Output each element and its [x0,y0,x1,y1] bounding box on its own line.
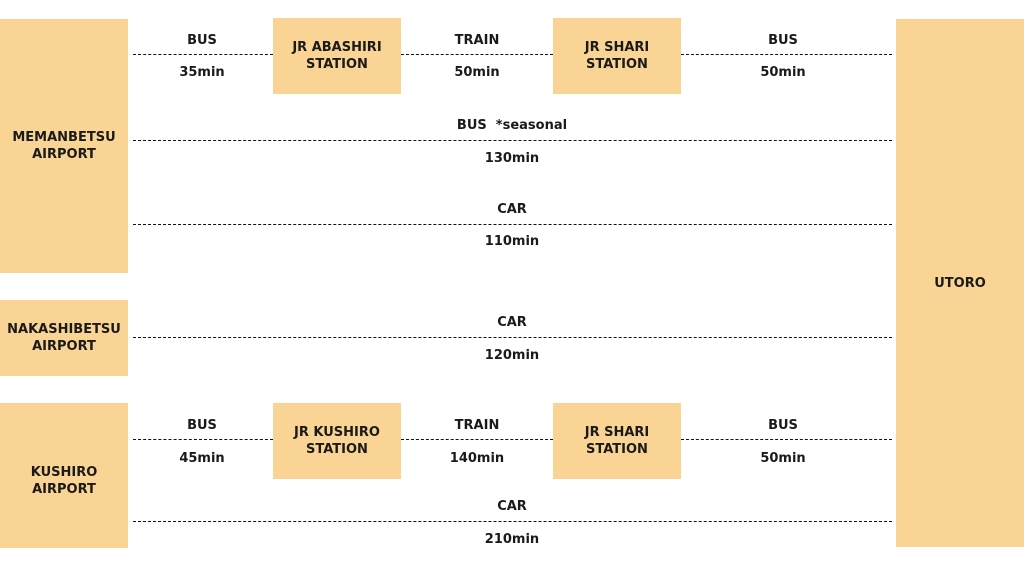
route-time-mem-bus-utoro: 50min [760,65,806,80]
memanbetsu-airport-label: MEMANBETSU AIRPORT [12,130,116,162]
route-line-kus-train-shari [401,439,553,440]
nakashibetsu-airport-label: NAKASHIBETSU AIRPORT [7,322,121,354]
route-line-kus-car [133,521,892,522]
jr-kushiro-station-box: JR KUSHIRO STATION [273,403,401,479]
route-mode-mem-bus-seasonal: BUS *seasonal [456,118,568,133]
route-line-nak-car [133,337,892,338]
memanbetsu-airport-box: MEMANBETSU AIRPORT [0,19,128,273]
route-time-kus-bus-utoro: 50min [760,451,806,466]
route-mode-kus-bus-utoro: BUS [768,418,798,433]
route-time-nak-car: 120min [484,348,540,363]
nakashibetsu-airport-box: NAKASHIBETSU AIRPORT [0,300,128,376]
jr-shari-station-box-bottom: JR SHARI STATION [553,403,681,479]
route-time-kus-car: 210min [484,532,540,547]
route-time-mem-bus-seasonal: 130min [484,151,540,166]
jr-kushiro-station-label: JR KUSHIRO STATION [294,425,380,457]
route-line-mem-bus-seasonal [133,140,892,141]
jr-shari-station-box-top: JR SHARI STATION [553,18,681,94]
route-mode-kus-car: CAR [497,499,527,514]
route-mode-nak-car: CAR [497,315,527,330]
route-line-kus-bus-utoro [681,439,892,440]
route-time-mem-car: 110min [484,234,540,249]
route-mode-mem-car: CAR [497,202,527,217]
route-line-mem-car [133,224,892,225]
jr-abashiri-station-box: JR ABASHIRI STATION [273,18,401,94]
route-mode-mem-train-shari: TRAIN [454,33,500,48]
route-line-kus-bus-kushiro [133,439,273,440]
route-mode-mem-bus-utoro: BUS [768,33,798,48]
route-mode-kus-train-shari: TRAIN [454,418,500,433]
route-time-mem-train-shari: 50min [454,65,500,80]
kushiro-airport-label: KUSHIRO AIRPORT [30,464,98,497]
jr-shari-station-label-bottom: JR SHARI STATION [584,425,650,457]
utoro-label: UTORO [934,275,986,291]
route-mode-mem-bus-abashiri: BUS [187,33,217,48]
route-time-kus-bus-kushiro: 45min [179,451,225,466]
jr-abashiri-station-label: JR ABASHIRI STATION [292,40,382,72]
route-mode-kus-bus-kushiro: BUS [187,418,217,433]
utoro-box: UTORO [896,19,1024,547]
kushiro-airport-box: KUSHIRO AIRPORT [0,403,128,548]
route-line-mem-bus-utoro [681,54,892,55]
route-time-kus-train-shari: 140min [449,451,505,466]
route-line-mem-train-shari [401,54,553,55]
route-time-mem-bus-abashiri: 35min [179,65,225,80]
jr-shari-station-label-top: JR SHARI STATION [584,40,650,72]
route-line-mem-bus-abashiri [133,54,273,55]
